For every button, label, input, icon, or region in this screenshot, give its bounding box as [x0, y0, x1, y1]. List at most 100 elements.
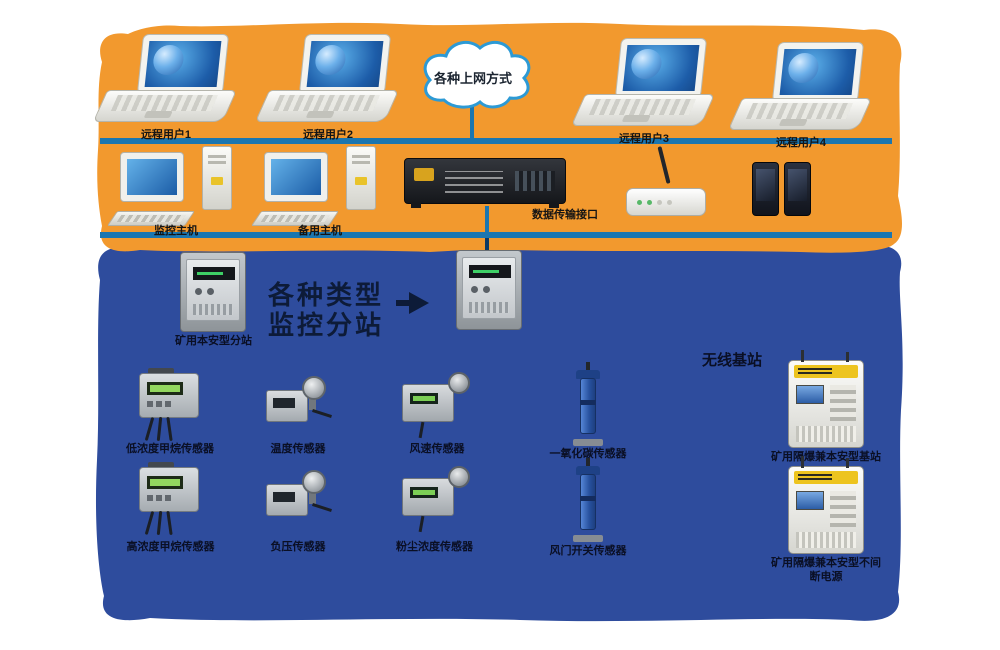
sensor-body — [402, 478, 454, 516]
blue-region — [95, 242, 903, 622]
touchpad — [143, 111, 173, 118]
substation-label: 矿用本安型分站 — [175, 335, 252, 347]
cable — [156, 510, 163, 536]
gauge-dial — [302, 470, 326, 494]
sensor-head — [448, 372, 470, 394]
remote-laptop-1 — [92, 34, 238, 128]
power-badge — [355, 177, 367, 185]
sensor-cap — [576, 466, 600, 475]
laptop-display — [306, 41, 384, 87]
phone-screen — [756, 169, 775, 201]
sensor-band — [580, 400, 596, 405]
lcd-readout — [150, 385, 180, 392]
computer-tower — [346, 146, 376, 210]
cable — [166, 416, 173, 442]
cable — [144, 417, 155, 441]
display-readout — [473, 270, 499, 273]
warning-text-marks — [798, 474, 832, 476]
gauge-stem — [309, 398, 316, 410]
arrow-right-icon — [396, 292, 432, 314]
globe-icon — [313, 45, 347, 75]
transmission-interface-label: 数据传输接口 — [532, 209, 598, 221]
sensor-label: 一氧化碳传感器 — [549, 448, 627, 460]
keypad — [830, 385, 856, 421]
touchpad — [305, 111, 335, 118]
backup-host-computer — [250, 146, 384, 226]
substation-panel — [186, 259, 240, 321]
substation-panel — [462, 257, 516, 319]
arrow-shaft — [396, 300, 411, 306]
sensor-dust — [402, 466, 472, 533]
wireless-router — [626, 146, 708, 216]
substation-types-title: 各种类型监控分站 — [267, 280, 384, 340]
laptop-display — [779, 49, 857, 95]
bus-line-top — [100, 138, 892, 144]
sensor-body — [266, 390, 308, 422]
vent-grill — [796, 532, 856, 548]
sensor-lcd — [410, 487, 438, 498]
panel-text-lines — [445, 171, 503, 193]
status-leds — [637, 200, 642, 205]
antenna-tip — [586, 362, 590, 372]
sensor-lcd — [410, 393, 438, 404]
cable — [166, 510, 173, 536]
device-screen — [796, 385, 824, 404]
cable — [312, 502, 332, 513]
interface-connector-line — [485, 206, 489, 234]
wireless-base-device-2 — [788, 456, 864, 554]
phone-screen — [788, 169, 807, 201]
power-badge — [211, 177, 223, 185]
laptop-keyboard — [92, 90, 238, 122]
mount-foot — [549, 202, 559, 208]
antenna-tip — [586, 458, 590, 468]
keyboard-keys — [272, 95, 380, 111]
laptop-display — [144, 41, 222, 87]
laptop-display — [622, 45, 700, 91]
antenna-icon — [801, 350, 804, 362]
monitor-screen — [271, 159, 321, 195]
mobile-phone-2 — [784, 162, 811, 216]
router-body — [626, 188, 706, 216]
panel-buttons — [471, 286, 478, 293]
remote-laptop-2 — [254, 34, 400, 128]
keypad — [830, 491, 856, 527]
touchpad — [778, 119, 808, 126]
sensor-body — [266, 484, 308, 516]
drive-slot — [352, 155, 370, 158]
cable — [312, 408, 332, 419]
drive-slot — [352, 161, 370, 164]
monitor-screen — [127, 159, 177, 195]
sensor-label: 负压传感器 — [270, 541, 326, 553]
mount-bracket — [148, 368, 174, 375]
sensor-base — [573, 535, 603, 542]
sensor-temperature — [266, 376, 332, 432]
sensor-column — [580, 474, 596, 530]
host-main-label: 监控主机 — [154, 225, 198, 237]
sensor-label: 低浓度甲烷传感器 — [126, 443, 214, 455]
keyboard-keys — [745, 103, 853, 119]
laptop-keyboard — [570, 94, 716, 126]
sensor-label: 温度传感器 — [270, 443, 326, 455]
substation-display — [193, 267, 235, 280]
sensor-lcd — [147, 382, 183, 395]
host-backup-label: 备用主机 — [298, 225, 342, 237]
laptop-screen — [136, 34, 230, 94]
sensor-label: 风门开关传感器 — [549, 545, 627, 557]
cable — [144, 511, 155, 535]
drive-slot — [208, 161, 226, 164]
sensor-body — [139, 467, 199, 512]
sensor-methane-low — [138, 368, 202, 442]
keyboard-keys — [110, 95, 218, 111]
lcd-readout — [413, 396, 435, 401]
mount-bracket — [148, 462, 174, 469]
remote-user-label-3: 远程用户3 — [618, 133, 670, 145]
vent-slots — [193, 304, 233, 315]
device-screen — [796, 491, 824, 510]
wireless-base-title: 无线基站 — [701, 352, 762, 369]
sensor-methane-high — [138, 462, 202, 536]
arrow-head — [409, 292, 429, 314]
remote-user-label-4: 远程用户4 — [775, 137, 827, 149]
panel-ports — [515, 171, 555, 191]
cloud-connector-line — [470, 104, 474, 140]
